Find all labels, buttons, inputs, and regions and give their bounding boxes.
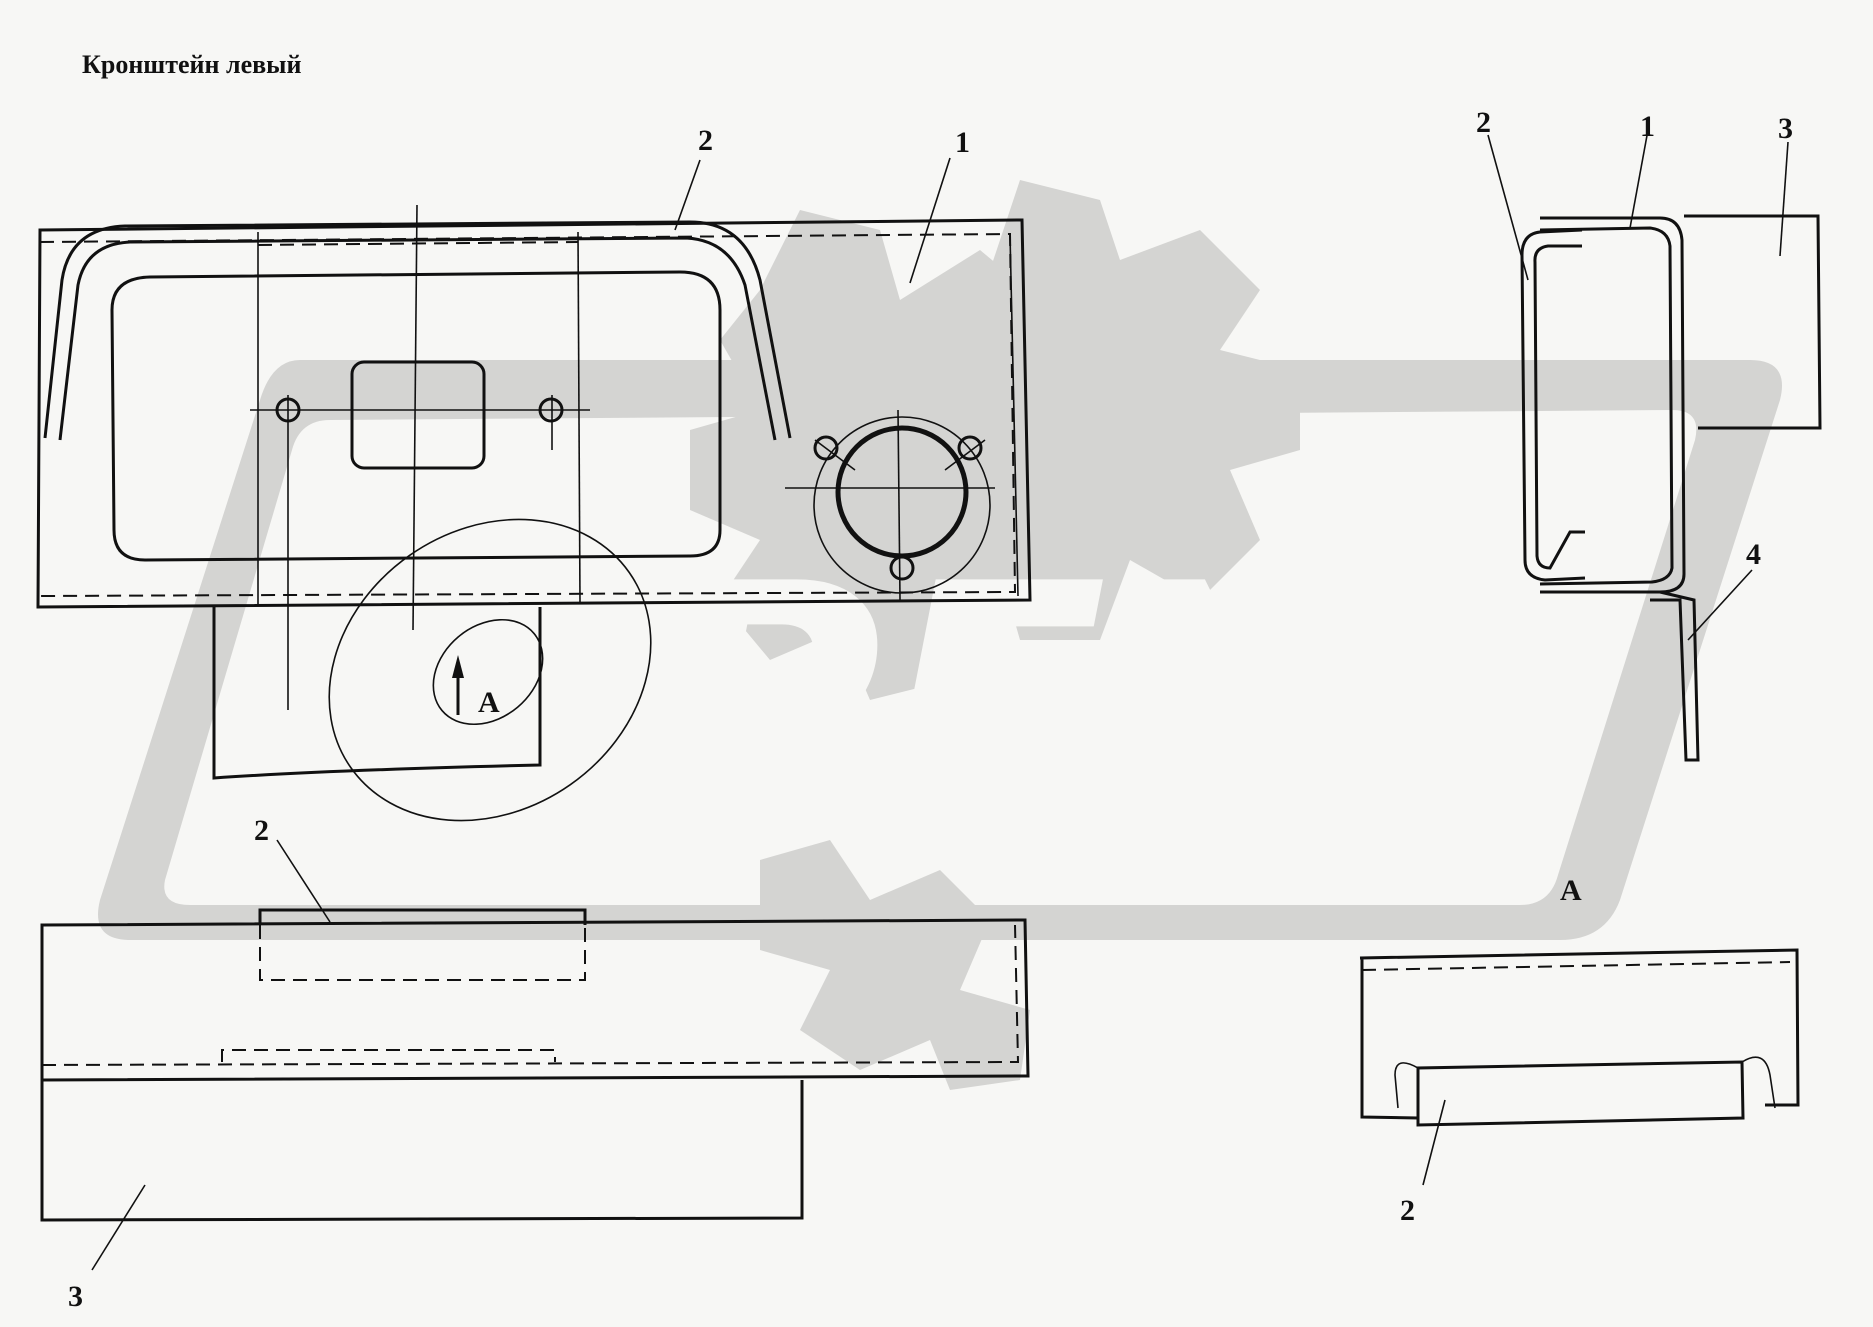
leader-view-a-2 [1422, 1099, 1446, 1186]
top-view-edge-line [1009, 233, 1019, 597]
flange-hole-bottom [889, 555, 915, 581]
front-view-plate [40, 918, 1030, 1082]
callout-top-view-1: 1 [955, 126, 970, 159]
detail-ellipse-large [328, 518, 652, 822]
callout-front-view-3: 3 [68, 1280, 83, 1313]
callout-view-a-2: 2 [1400, 1194, 1415, 1227]
watermark: PEX [98, 180, 1782, 1090]
center-line-vertical [412, 204, 418, 631]
handle-bar-outer [43, 220, 792, 439]
plate-3-right-edge [577, 231, 581, 605]
view-a-label: А [1560, 874, 1582, 907]
leader-section-3 [1779, 141, 1789, 257]
flange-radial-left [814, 439, 856, 471]
callout-section-2: 2 [1476, 106, 1491, 139]
watermark-gear [690, 180, 1300, 1090]
leader-front-view-3 [91, 1184, 146, 1271]
callout-section-1: 1 [1640, 110, 1655, 143]
watermark-text: PEX [640, 514, 1375, 898]
front-view: 2 3 [40, 814, 1030, 1313]
callout-top-view-2: 2 [698, 124, 713, 157]
section-part-2 [1520, 228, 1586, 582]
flange-center-vertical [897, 409, 901, 601]
plate-3-hidden-top [257, 241, 579, 246]
view-a-arrowhead [452, 655, 464, 678]
section-part-1 [1540, 216, 1686, 594]
section-part-4 [1650, 590, 1700, 762]
front-view-plate-hidden [41, 924, 1020, 1066]
callout-section-3: 3 [1778, 112, 1793, 145]
flange-hole-right [957, 435, 983, 461]
section-part-2-inner [1533, 244, 1585, 570]
leader-front-view-2 [276, 839, 331, 923]
drawing-title: Кронштейн левый [82, 50, 302, 79]
callout-front-view-2: 2 [254, 814, 269, 847]
watermark-ring [98, 360, 1782, 940]
callout-section-4: 4 [1746, 538, 1761, 571]
section-part-1-inner [1539, 226, 1674, 586]
front-view-part-2 [258, 908, 587, 925]
view-a: А 2 [1359, 874, 1800, 1227]
flange-radial-right [944, 439, 986, 471]
leader-section-1 [1629, 129, 1649, 229]
flange-hole-left [813, 435, 839, 461]
leader-section-2 [1487, 134, 1529, 281]
leader-section-4 [1687, 569, 1753, 641]
front-view-part-2-hidden [259, 925, 586, 981]
handle-bar-inner [58, 236, 777, 441]
front-view-part-3 [40, 1080, 804, 1222]
view-a-body [1359, 948, 1800, 1120]
inner-window [110, 270, 722, 562]
detail-ellipse-small [432, 618, 544, 726]
view-a-arrow-label: А [478, 686, 500, 719]
view-a-hidden-line [1361, 961, 1791, 971]
square-hole [350, 360, 486, 470]
view-a-part-2 [1416, 1060, 1745, 1127]
section-view: 2 1 3 4 [1476, 106, 1822, 762]
leader-top-view-2 [674, 159, 701, 231]
view-a-part-2-edge [1394, 1056, 1776, 1109]
leader-top-view-1 [909, 157, 951, 284]
section-part-3 [1684, 214, 1822, 430]
front-view-hidden-step [221, 1049, 556, 1062]
top-view: А 2 1 [36, 124, 1032, 822]
flange-circle [813, 416, 991, 594]
